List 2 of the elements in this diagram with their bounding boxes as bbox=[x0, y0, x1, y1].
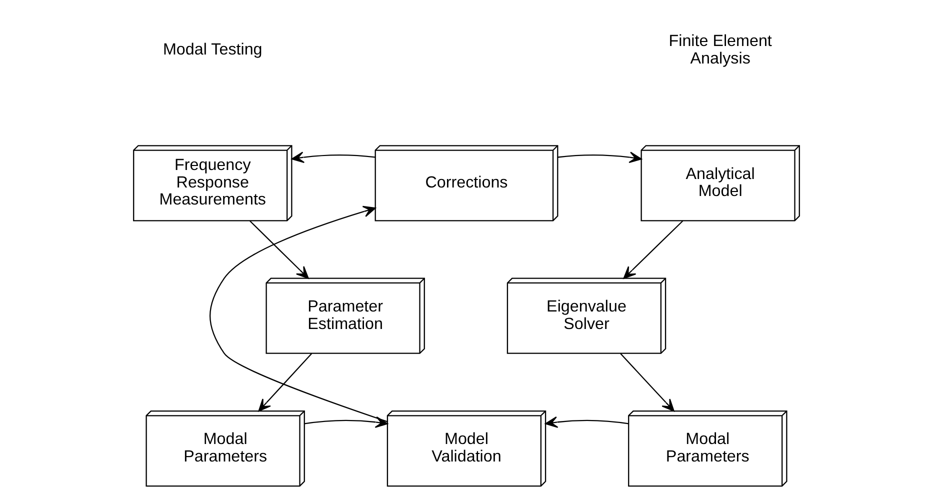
label: Finite Element Analysis bbox=[668, 32, 772, 68]
label: Modal Testing bbox=[163, 40, 262, 59]
